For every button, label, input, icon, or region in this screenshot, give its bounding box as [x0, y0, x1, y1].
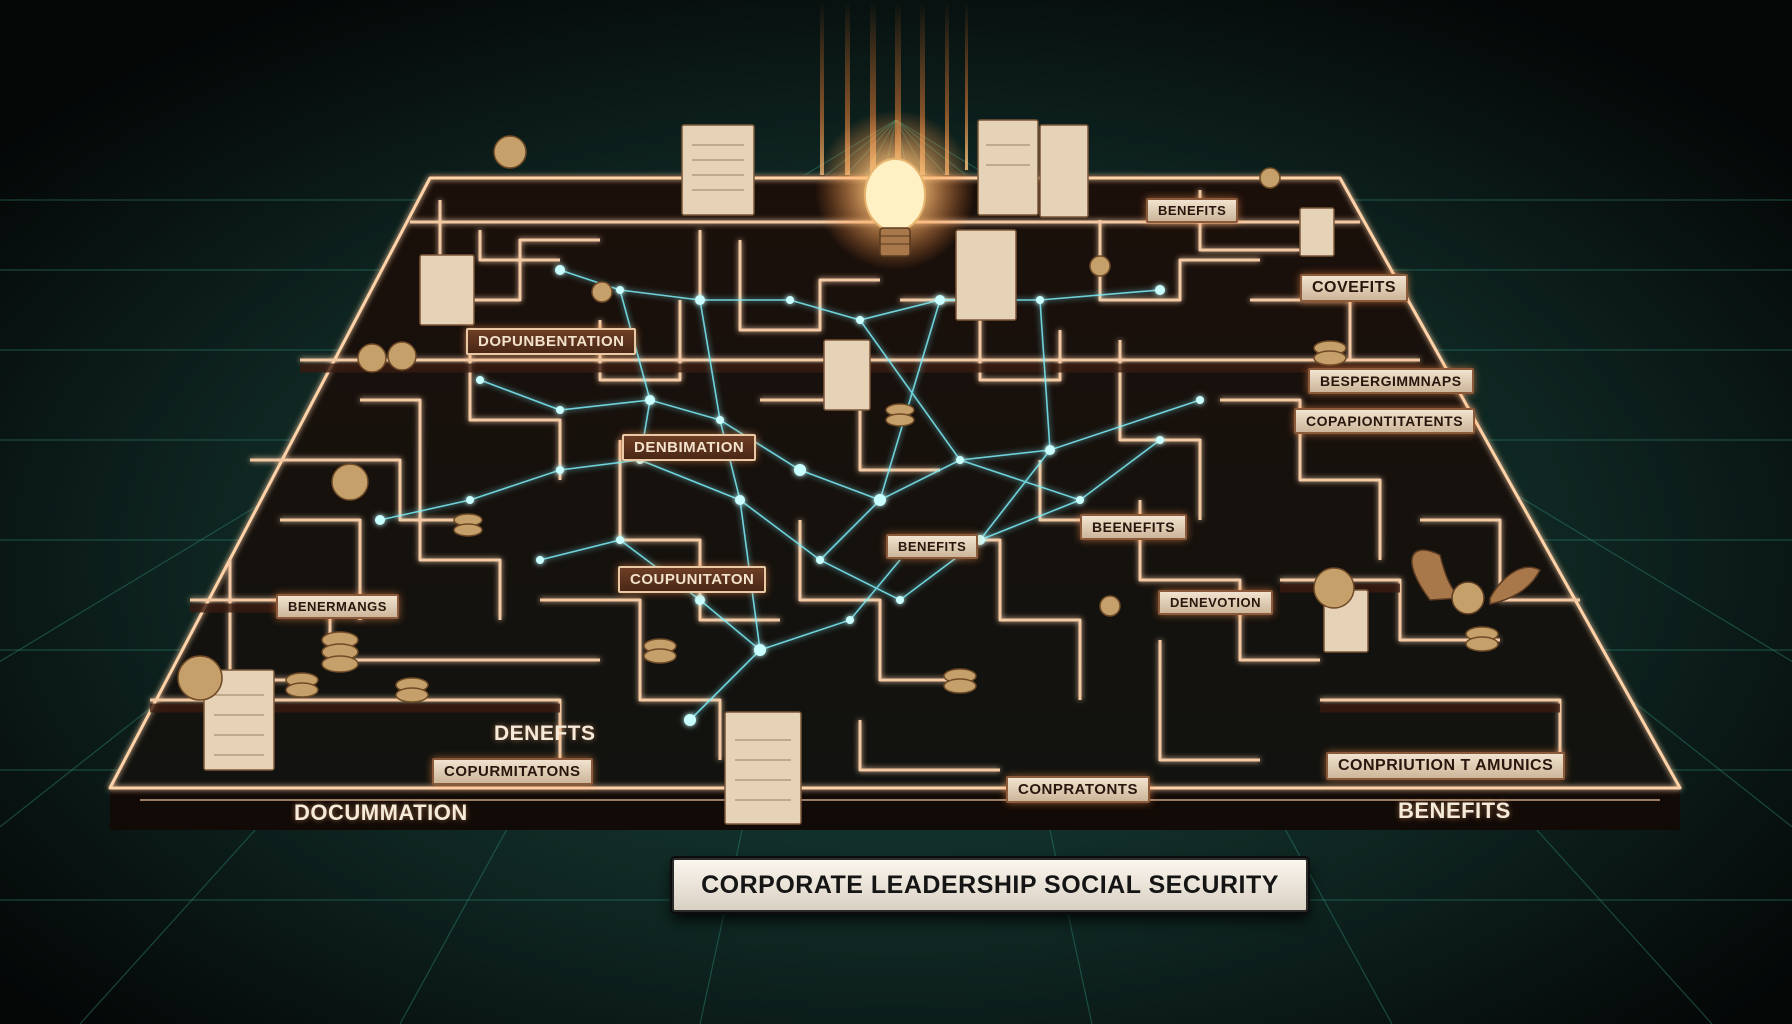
network-nodes	[375, 265, 1204, 726]
maze-label-benefits-mid: BENEFITS	[886, 534, 979, 559]
title-plaque: CORPORATE LEADERSHIP SOCIAL SECURITY	[672, 858, 1308, 912]
maze-label-denevotion: DENEVOTION	[1158, 590, 1273, 615]
maze-label-conpriution: CONPRIUTION T AMUNICS	[1326, 752, 1566, 780]
maze-label-benefits-top: BENEFITS	[1146, 198, 1239, 223]
maze-label-bespergimmnaps: BESPERGIMMNAPS	[1308, 368, 1474, 394]
maze-label-documentation-floor: DOCUMMATION	[294, 800, 468, 825]
light-bulb-icon	[815, 110, 975, 270]
maze-label-copurmitatons: COPURMITATONS	[432, 758, 593, 785]
maze-label-copapiontiatents: COPAPIONTITATENTS	[1294, 408, 1476, 434]
maze-label-documentation-top: DOPUNBENTATION	[466, 328, 637, 355]
maze-label-denefts: DENEFTS	[494, 722, 596, 745]
coin-icon	[177, 135, 1499, 703]
maze-label-coupunitation: COUPUNITATON	[618, 566, 767, 593]
maze-label-benermangs: BENERMANGS	[276, 594, 399, 619]
maze-label-covefits: COVEFITS	[1300, 274, 1409, 302]
maze-label-benerefits: BEENEFITS	[1080, 514, 1188, 540]
page-title: CORPORATE LEADERSHIP SOCIAL SECURITY	[701, 870, 1279, 899]
document-lines	[214, 144, 1030, 801]
light-beams	[820, 0, 968, 190]
maze-label-conpratonts: CONPRATONTS	[1006, 776, 1150, 803]
winged-coin-icon	[1411, 549, 1542, 615]
maze-label-benefits-floor: BENEFITS	[1398, 798, 1511, 823]
maze-label-denbimation: DENBIMATION	[622, 434, 757, 461]
